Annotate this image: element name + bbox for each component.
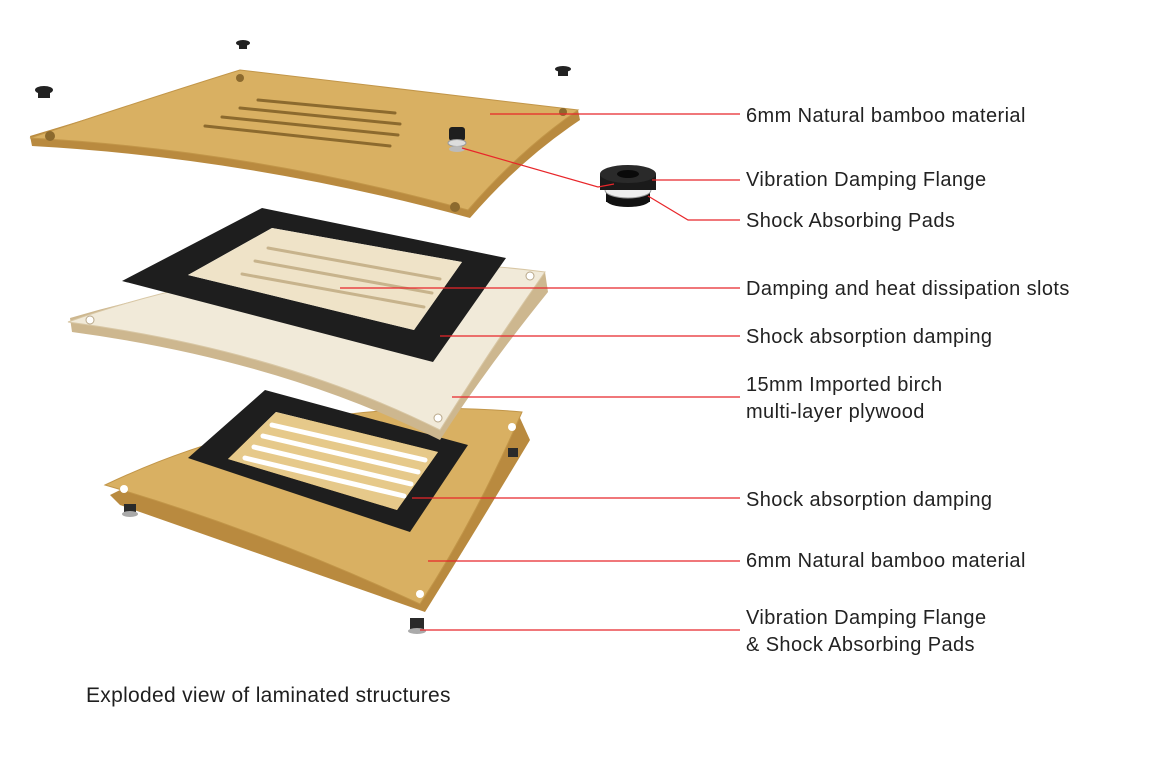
label-flange-bottom-line2: & Shock Absorbing Pads (746, 634, 975, 656)
top-spike-back (236, 40, 250, 49)
label-birch-line2: multi-layer plywood (746, 401, 925, 423)
label-slots: Damping and heat dissipation slots (746, 278, 1070, 300)
upper-damping-frame-shape (122, 208, 506, 362)
bottom-foot-left (122, 504, 138, 517)
lower-damping-frame-shape (188, 390, 468, 532)
label-flange-top: Vibration Damping Flange (746, 169, 987, 191)
label-bamboo-top: 6mm Natural bamboo material (746, 105, 1026, 127)
lower-slots (242, 422, 428, 499)
lower-damping-frame (188, 390, 468, 532)
top-spike-right (555, 66, 571, 76)
label-birch-line1: 15mm Imported birch (746, 374, 943, 396)
bottom-board-hole (416, 590, 424, 598)
label-pads-top: Shock Absorbing Pads (746, 210, 956, 232)
top-spike-front (447, 127, 467, 152)
lower-slot-plate (228, 412, 438, 510)
label-flange-bottom-line1: Vibration Damping Flange (746, 607, 987, 629)
middle-board-hole (85, 315, 95, 325)
label-damping-lower: Shock absorption damping (746, 489, 993, 511)
bottom-foot-right (508, 448, 518, 457)
middle-board-hole (433, 413, 443, 423)
top-spike-left (35, 86, 53, 98)
middle-board-hole (525, 271, 535, 281)
bottom-board-hole (120, 485, 128, 493)
bottom-board-hole (508, 423, 516, 431)
top-board-hole (450, 202, 460, 212)
leader-lines (340, 113, 740, 631)
upper-damping-frame (122, 208, 506, 362)
top-spikes (35, 40, 571, 152)
top-board-hole (45, 131, 55, 141)
top-board-hole (559, 108, 567, 116)
figure-caption: Exploded view of laminated structures (86, 684, 451, 707)
bottom-foot-front (408, 618, 426, 634)
top-board-hole (236, 74, 244, 82)
label-damping-upper: Shock absorption damping (746, 326, 993, 348)
leader-flange-top (461, 147, 615, 188)
upper-slot-plate (188, 228, 462, 330)
flange-pad-detail (600, 165, 656, 207)
leader-pads-top (647, 195, 740, 221)
top-slots (203, 98, 402, 148)
top-bamboo-board (29, 69, 580, 218)
top-bamboo-board-face (29, 69, 580, 211)
label-bamboo-bottom: 6mm Natural bamboo material (746, 550, 1026, 572)
